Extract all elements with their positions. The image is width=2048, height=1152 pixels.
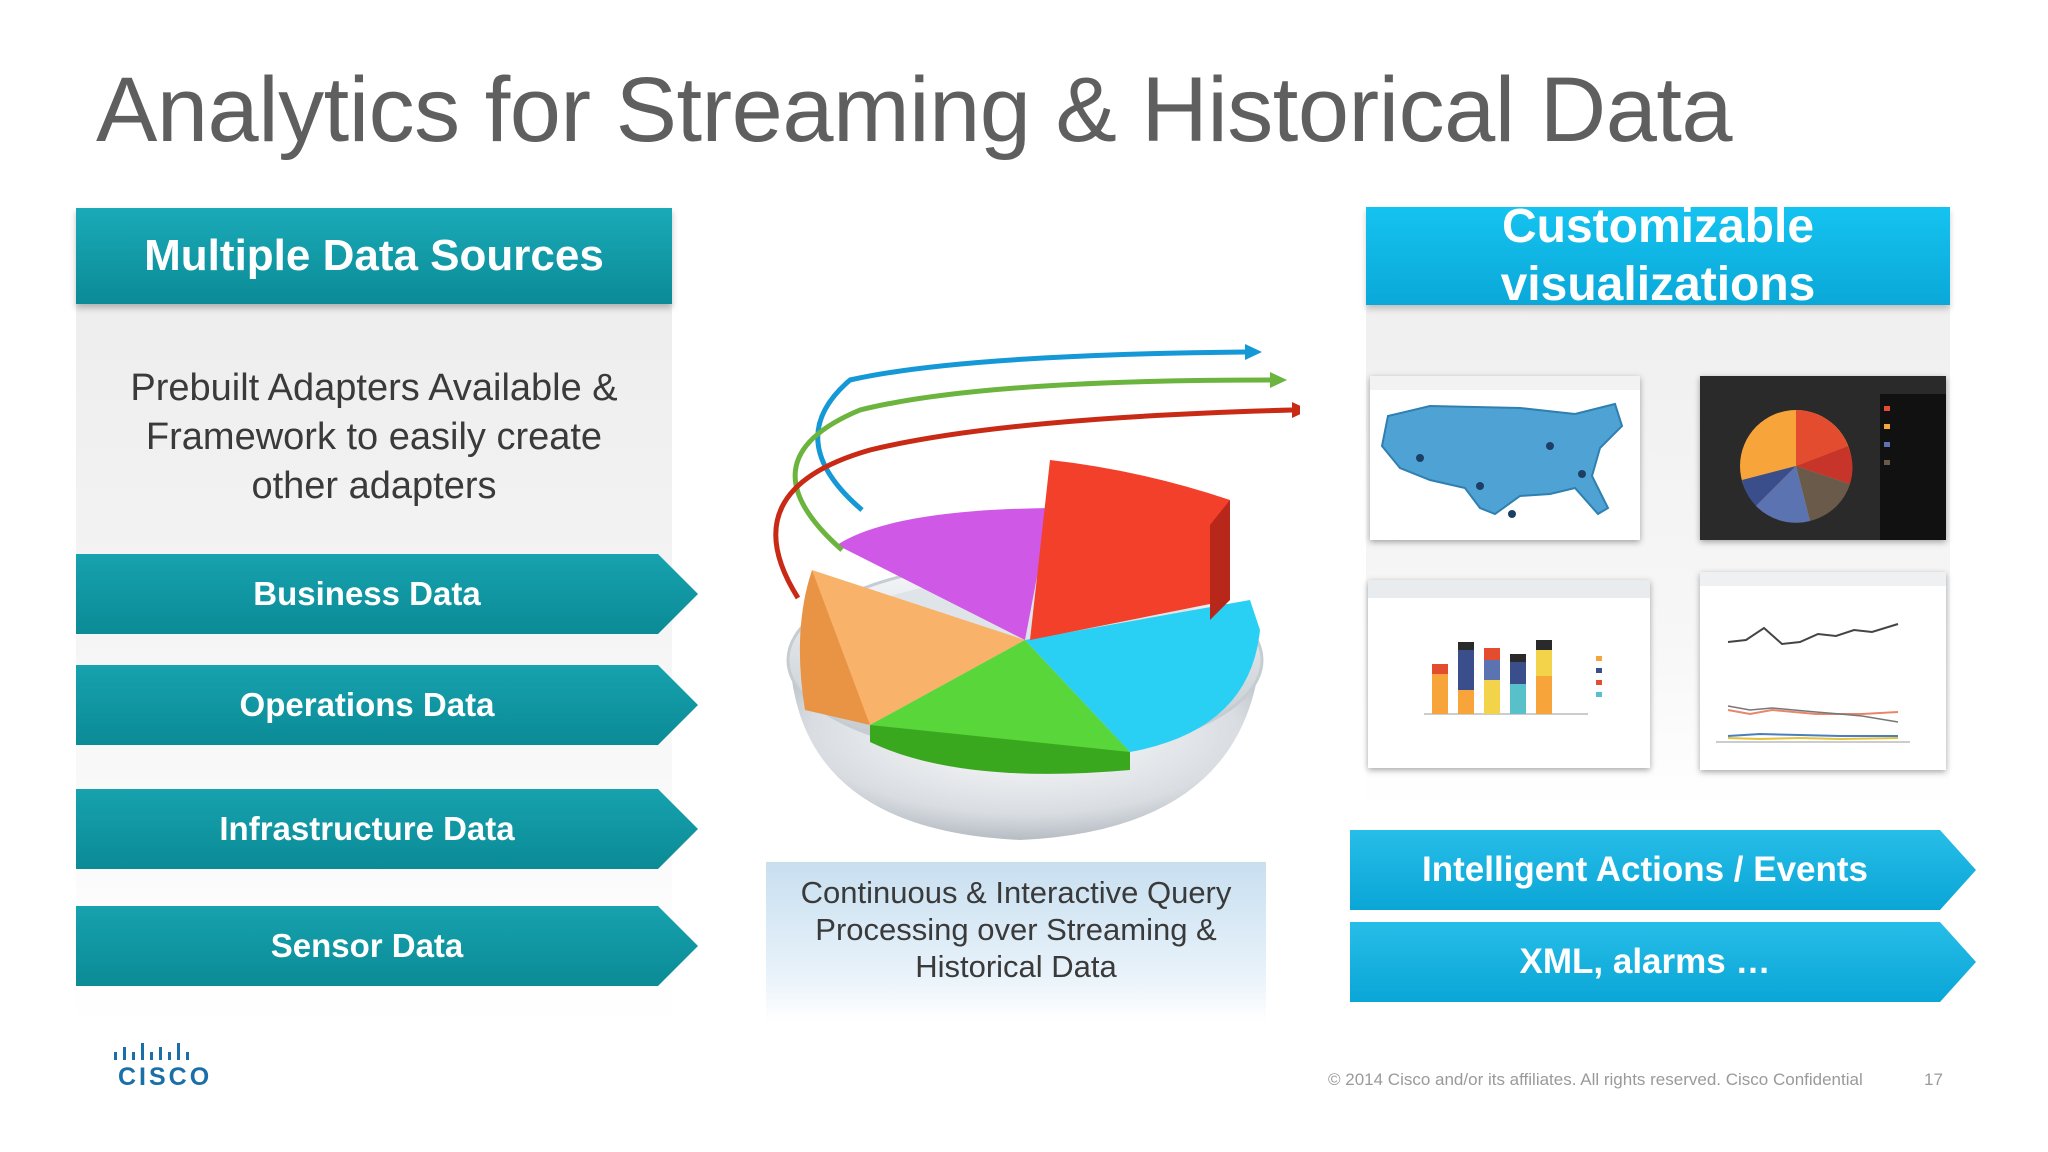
pie-visualization-thumbnail bbox=[1700, 376, 1946, 540]
business-data-arrow: Business Data bbox=[76, 554, 698, 634]
red-arrowhead bbox=[1292, 402, 1300, 418]
visualizations-header-line: Customizable bbox=[1501, 200, 1815, 253]
intelligent-actions-arrow: Intelligent Actions / Events bbox=[1350, 830, 1976, 910]
description-line: Prebuilt Adapters Available & bbox=[130, 367, 618, 409]
pie-slice-red-side bbox=[1210, 500, 1230, 620]
pie-slice-orange-side bbox=[799, 570, 870, 725]
cisco-logo-text: CISCO bbox=[118, 1063, 213, 1091]
bar-visualization-thumbnail bbox=[1368, 580, 1650, 768]
pie-slice-green-side bbox=[870, 725, 1130, 774]
query-line: Historical Data bbox=[915, 949, 1117, 984]
adapters-description: Prebuilt Adapters Available & Framework … bbox=[76, 364, 672, 511]
description-line: Framework to easily create bbox=[145, 416, 603, 458]
infrastructure-data-arrow: Infrastructure Data bbox=[76, 789, 698, 869]
query-processing-text: Continuous & Interactive Query Processin… bbox=[766, 874, 1266, 985]
pie-slice-red bbox=[1030, 460, 1230, 640]
pie-slice-blue bbox=[1025, 600, 1260, 752]
query-processing-panel bbox=[766, 862, 1266, 1022]
map-visualization-thumbnail bbox=[1370, 376, 1640, 540]
sensor-data-arrow: Sensor Data bbox=[76, 906, 698, 986]
page-number: 17 bbox=[1924, 1070, 1943, 1089]
query-line: Continuous & Interactive Query bbox=[800, 875, 1232, 910]
data-sources-panel bbox=[76, 250, 672, 1030]
query-line: Processing over Streaming & bbox=[815, 912, 1217, 947]
visualizations-header: Customizable visualizations bbox=[1366, 200, 1950, 311]
pie-bowl-illustration bbox=[773, 344, 1300, 840]
cisco-logo-bars-icon bbox=[114, 1043, 189, 1060]
blue-flow-arrow bbox=[815, 349, 1246, 512]
visualizations-header-line: visualizations bbox=[1500, 258, 1816, 311]
pie-slice-purple bbox=[837, 508, 1050, 640]
green-arrowhead bbox=[1270, 372, 1287, 388]
pie-slice-green bbox=[870, 640, 1130, 758]
description-line: other adapters bbox=[251, 465, 497, 507]
xml-alarms-arrow: XML, alarms … bbox=[1350, 922, 1976, 1002]
copyright-text: © 2014 Cisco and/or its affiliates. All … bbox=[1328, 1070, 1863, 1089]
page-title: Analytics for Streaming & Historical Dat… bbox=[96, 59, 1733, 161]
blue-arrowhead bbox=[1245, 344, 1262, 360]
line-visualization-thumbnail bbox=[1700, 572, 1946, 770]
pie-slice-orange bbox=[812, 570, 1025, 725]
red-flow-arrow bbox=[773, 407, 1293, 600]
operations-data-arrow: Operations Data bbox=[76, 665, 698, 745]
us-map-shape bbox=[1380, 402, 1624, 516]
data-sources-header: Multiple Data Sources bbox=[76, 208, 672, 304]
